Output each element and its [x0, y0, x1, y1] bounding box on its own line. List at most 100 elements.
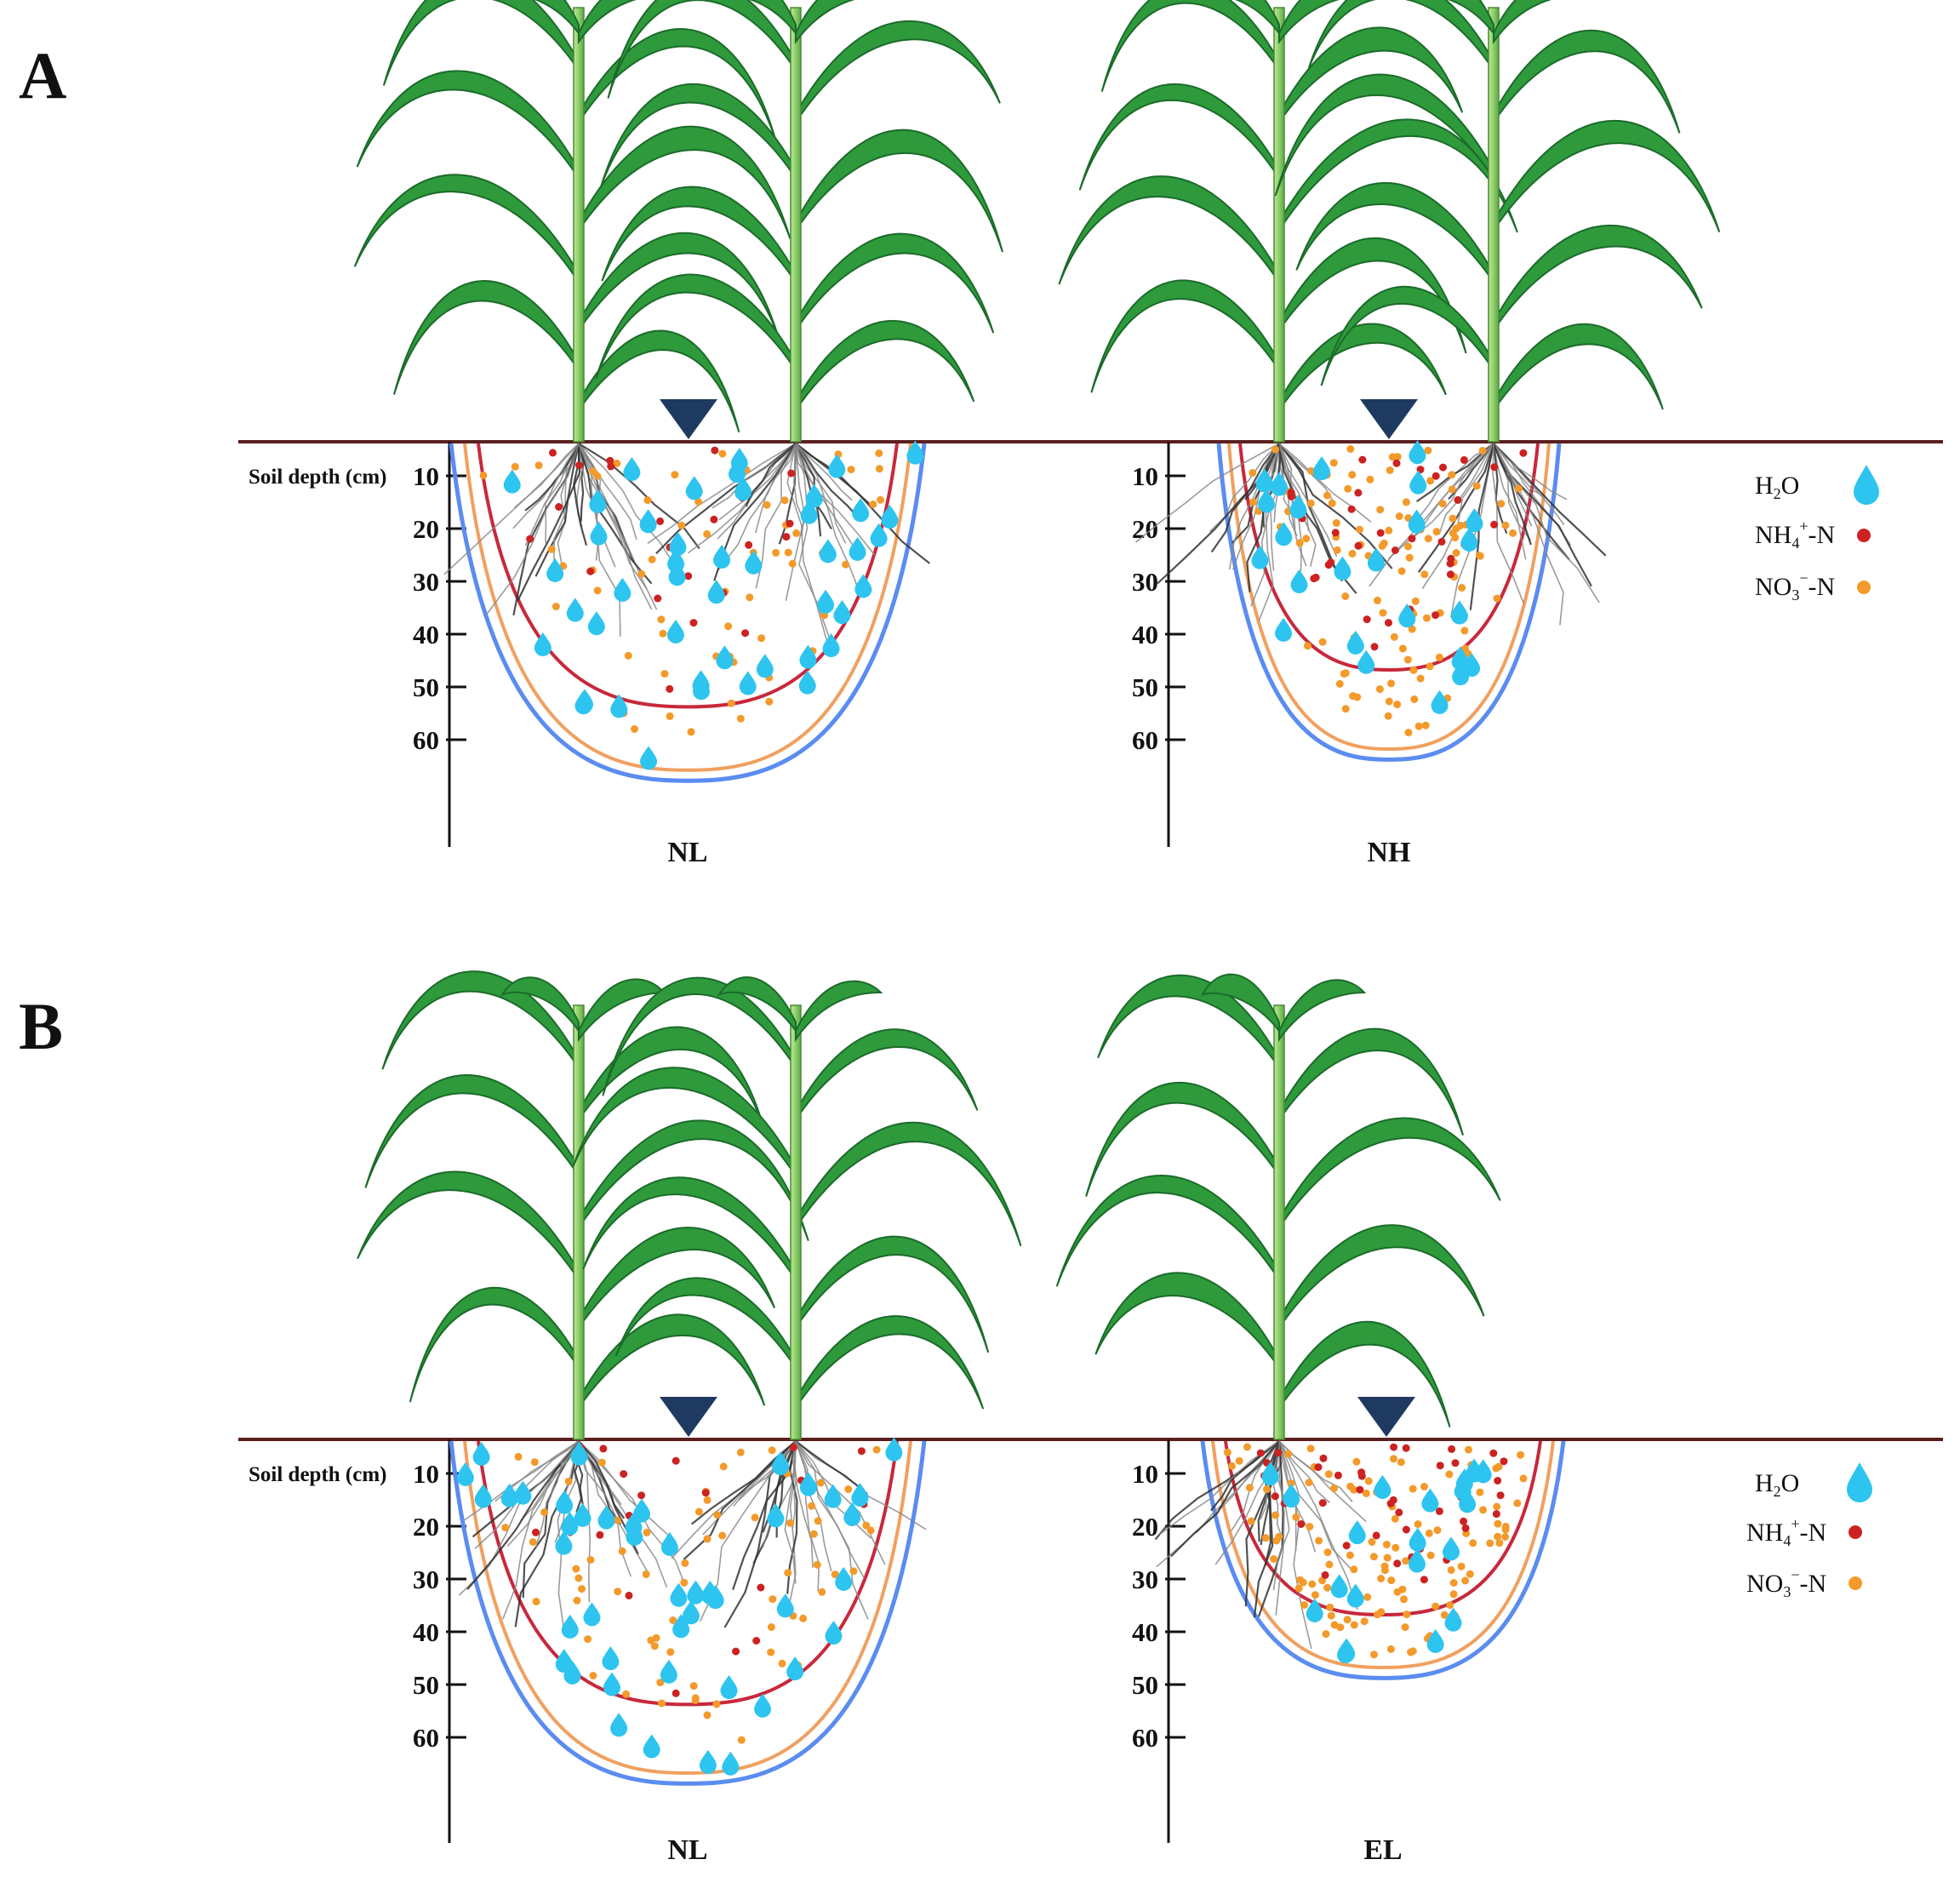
water-drop-icon — [1258, 489, 1276, 513]
nitrate-dot — [799, 1614, 808, 1622]
root — [795, 443, 876, 556]
root — [1210, 443, 1280, 553]
tick-label: 60 — [413, 1723, 439, 1753]
nitrate-dot — [660, 670, 669, 678]
nitrate-dot — [1494, 1532, 1502, 1541]
nitrate-dot — [1287, 1479, 1295, 1488]
nitrate-dot — [666, 1648, 675, 1656]
maize-leaf — [795, 232, 995, 334]
nitrate-dot — [1271, 1511, 1280, 1519]
nitrate-dot — [574, 1574, 583, 1582]
root — [1278, 1440, 1358, 1611]
nitrate-dot — [694, 497, 703, 506]
root — [1417, 443, 1495, 573]
nitrate-dot — [757, 634, 766, 643]
ammonium-dot — [757, 1583, 765, 1592]
ammonium-dot — [549, 449, 557, 457]
nitrate-dot — [1495, 1539, 1504, 1548]
nitrate-dot — [736, 714, 745, 723]
nitrate-dot — [1300, 1601, 1309, 1609]
root — [443, 443, 580, 575]
maize-leaf — [607, 0, 797, 99]
water-front-curve — [449, 1440, 927, 1786]
nitrate-dot — [703, 1535, 711, 1543]
water-drop-icon — [824, 1484, 842, 1508]
maize-leaf — [1493, 0, 1552, 45]
root — [1278, 443, 1338, 558]
legend-a: H2O NH4+-N NO3−-N — [1755, 465, 1879, 604]
nitrate-dot — [1408, 625, 1416, 633]
ammonium-dot — [1494, 1477, 1502, 1485]
root — [534, 443, 580, 577]
nitrate-dot — [1519, 1474, 1528, 1483]
maize-leaf — [595, 273, 797, 380]
root — [795, 1440, 820, 1592]
nitrate-dot — [1349, 692, 1357, 701]
nitrate-dot — [1306, 499, 1315, 507]
nitrate-dot — [1360, 1617, 1369, 1626]
nitrate-dot — [1402, 498, 1410, 506]
maize-leaf — [717, 976, 797, 1034]
nitrate-dot — [1452, 549, 1460, 557]
maize-stem — [790, 7, 802, 443]
legend-label: NO3−-N — [1755, 569, 1835, 604]
maize-leaf — [381, 970, 580, 1071]
nitrate-dot — [713, 1511, 722, 1519]
ammonium-dot — [532, 1528, 540, 1536]
ammonium-dot — [1314, 1463, 1323, 1472]
water-drop-icon — [1255, 468, 1273, 493]
nitrate-dot — [1292, 1513, 1300, 1521]
ammonium-dot — [654, 594, 662, 603]
water-drop-icon — [1443, 1536, 1460, 1561]
nitrate-dot — [1509, 529, 1517, 537]
root — [1493, 443, 1568, 501]
water-drop-icon — [776, 1593, 794, 1618]
nitrate-dot — [1344, 484, 1352, 493]
nitrate-dot — [572, 1565, 580, 1573]
ammonium-dot — [1392, 459, 1401, 467]
water-drop-icon — [1275, 522, 1293, 546]
nitrate-dot — [671, 471, 679, 479]
water-drop-icon — [849, 536, 866, 561]
nitrate-dot — [862, 1521, 871, 1530]
maize-leaf — [1234, 0, 1280, 36]
tick-label: 40 — [1132, 620, 1158, 649]
ammonium-dot — [1454, 495, 1462, 504]
nitrate-dot — [534, 461, 543, 470]
root — [1134, 443, 1280, 543]
nitrate-dot — [618, 1547, 626, 1555]
maize-leaf — [1278, 1027, 1464, 1136]
nitrate-dot — [718, 449, 727, 458]
nitrate-dot — [849, 1567, 858, 1576]
ammonium-dot — [790, 1443, 797, 1451]
tick-label: 30 — [413, 1565, 439, 1594]
root — [545, 443, 580, 544]
root — [1278, 443, 1393, 569]
nitrate-dot — [1328, 499, 1336, 507]
ammonium-dot — [1391, 546, 1399, 554]
root — [795, 443, 853, 501]
root — [1278, 1440, 1367, 1522]
nitrate-dot — [831, 1570, 839, 1579]
maize-leaf — [1274, 73, 1494, 197]
nitrate-dot — [1379, 609, 1387, 617]
water-drop-icon — [1455, 1468, 1473, 1493]
nitrate-dot — [813, 1560, 821, 1569]
nitrate-dot — [643, 1528, 651, 1536]
water-drop-icon — [1330, 1574, 1348, 1599]
nitrate-dot — [1387, 679, 1395, 688]
water-drop-icon — [639, 509, 657, 534]
ammonium-dot — [745, 541, 753, 549]
water-drop-icon — [798, 670, 816, 695]
legend-label: H2O — [1755, 472, 1799, 502]
ammonium-dot — [555, 503, 563, 511]
maize-leaf — [1085, 1081, 1280, 1197]
water-drop-icon — [670, 1582, 688, 1607]
tick-label: 50 — [1132, 1670, 1158, 1700]
nitrate-dot — [1308, 1580, 1317, 1588]
nitrate-dot — [1327, 1611, 1335, 1620]
ammonium-dot — [1331, 529, 1340, 537]
water-front-curve — [1216, 443, 1562, 762]
